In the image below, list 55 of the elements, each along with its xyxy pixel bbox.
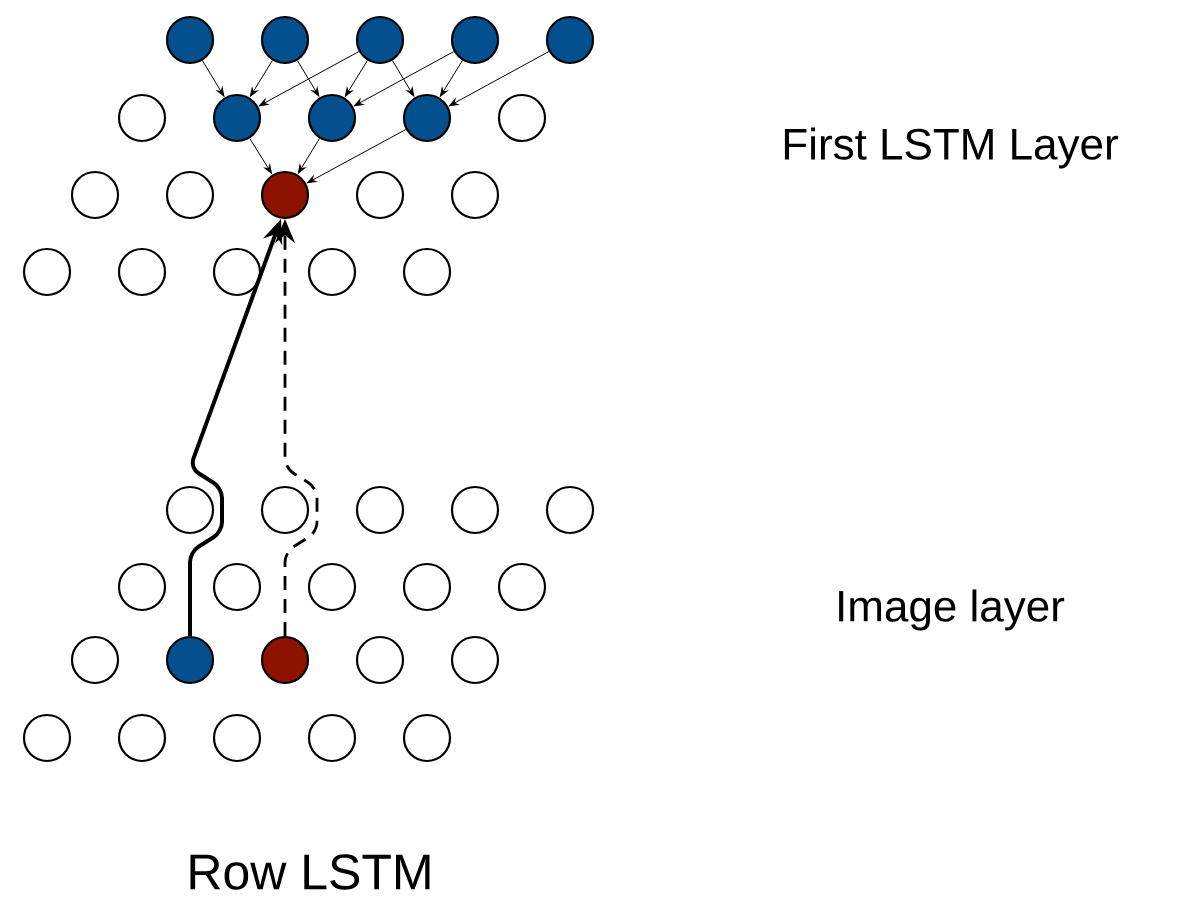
- circle-node: [260, 635, 310, 685]
- caption: Row LSTM: [190, 854, 430, 890]
- circle-node: [355, 170, 405, 220]
- circle-node: [545, 15, 595, 65]
- circle-node: [307, 562, 357, 612]
- circle-node: [70, 635, 120, 685]
- circle-node: [165, 15, 215, 65]
- circle-node: [355, 485, 405, 535]
- circle-node: [260, 15, 310, 65]
- circle-node: [165, 170, 215, 220]
- circle-node: [402, 562, 452, 612]
- arrow: [391, 60, 415, 97]
- arrow: [201, 60, 225, 97]
- arrow: [439, 60, 463, 97]
- circle-node: [307, 713, 357, 763]
- circle-node: [212, 93, 262, 143]
- arrow: [258, 51, 360, 107]
- circle-node: [22, 713, 72, 763]
- layer-label: First LSTM Layer: [784, 127, 1118, 169]
- circle-node: [22, 247, 72, 297]
- circle-node: [117, 713, 167, 763]
- circle-node: [402, 713, 452, 763]
- circle-node: [260, 170, 310, 220]
- arrow: [344, 60, 368, 97]
- circle-node: [355, 15, 405, 65]
- circle-node: [450, 15, 500, 65]
- circle-node: [497, 93, 547, 143]
- circle-node: [260, 485, 310, 535]
- circle-node: [450, 635, 500, 685]
- circle-node: [212, 247, 262, 297]
- layer-label: Image layer: [839, 589, 1065, 631]
- arrow: [249, 137, 272, 174]
- circle-node: [450, 485, 500, 535]
- arrow: [307, 129, 407, 184]
- circle-node: [165, 485, 215, 535]
- arrow: [296, 60, 320, 97]
- circle-node: [117, 93, 167, 143]
- arrow: [297, 138, 320, 174]
- circle-node: [212, 713, 262, 763]
- circle-node: [497, 562, 547, 612]
- arrow: [448, 51, 550, 107]
- circle-node: [545, 485, 595, 535]
- circle-node: [117, 562, 167, 612]
- arrow: [249, 60, 273, 97]
- circle-node: [450, 170, 500, 220]
- circle-node: [307, 93, 357, 143]
- circle-node: [70, 170, 120, 220]
- circle-node: [355, 635, 405, 685]
- circle-node: [307, 247, 357, 297]
- circle-node: [117, 247, 167, 297]
- arrow: [353, 51, 455, 107]
- circle-node: [212, 562, 262, 612]
- circle-node: [165, 635, 215, 685]
- circle-node: [402, 93, 452, 143]
- circle-node: [402, 247, 452, 297]
